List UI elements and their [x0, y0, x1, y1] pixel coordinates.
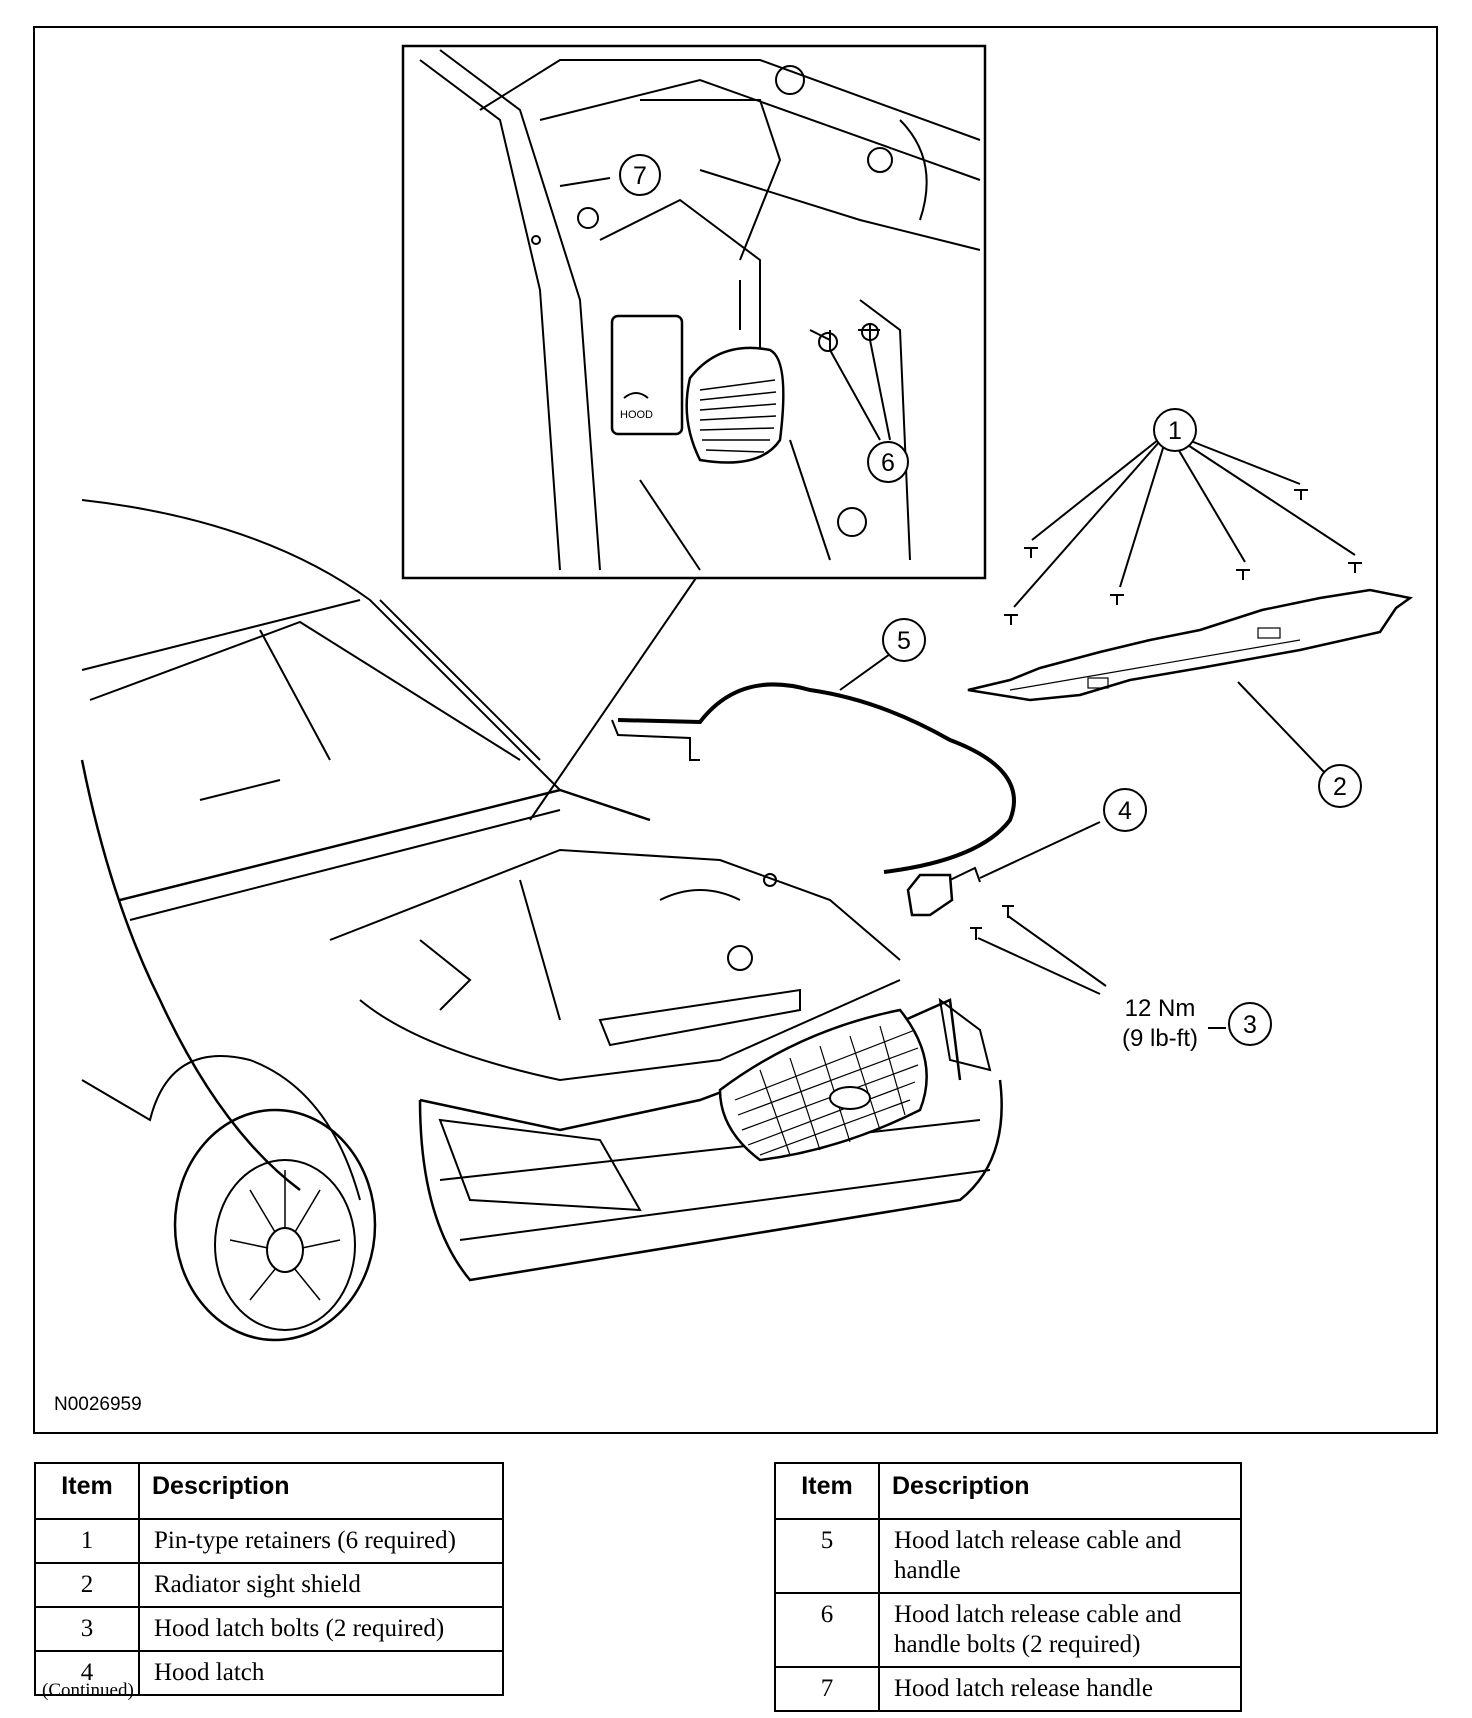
- legend-item-number: 1: [34, 1518, 140, 1564]
- legend-item-description: Pin-type retainers (6 required): [138, 1518, 504, 1564]
- legend-row: 2 Radiator sight shield: [34, 1562, 504, 1608]
- legend-header-row: Item Description: [774, 1462, 1242, 1520]
- legend-item-description: Hood latch release handle: [878, 1666, 1242, 1712]
- legend-item-description: Hood latch release cable and handle: [878, 1518, 1242, 1594]
- legend-row: 5 Hood latch release cable and handle: [774, 1518, 1242, 1594]
- callout-3: 3: [1243, 1011, 1257, 1039]
- continued-note: (Continued): [42, 1680, 134, 1701]
- hood-latch: [906, 866, 981, 917]
- legend-row: 1 Pin-type retainers (6 required): [34, 1518, 504, 1564]
- legend-row: 4 Hood latch: [34, 1650, 504, 1696]
- legend-header-item: Item: [774, 1462, 880, 1520]
- legend-row: 3 Hood latch bolts (2 required): [34, 1606, 504, 1652]
- inset-leader-line: [529, 577, 697, 821]
- legend-table-right: Item Description 5 Hood latch release ca…: [774, 1462, 1242, 1712]
- handle-hood-label: HOOD: [620, 409, 653, 421]
- legend-item-number: 7: [774, 1666, 880, 1712]
- legend-header-item: Item: [34, 1462, 140, 1520]
- callout-4: 4: [1118, 797, 1132, 825]
- callout-6: 6: [881, 449, 895, 477]
- car-illustration: [80, 499, 1003, 1342]
- figure-id: N0026959: [54, 1394, 142, 1415]
- callout-5: 5: [897, 627, 911, 655]
- legend-item-number: 2: [34, 1562, 140, 1608]
- radiator-sight-shield: [967, 588, 1414, 702]
- torque-value-nm: 12 Nm: [1125, 995, 1196, 1022]
- legend-item-number: 6: [774, 1592, 880, 1668]
- hood-release-cable: [617, 682, 1016, 874]
- legend-item-description: Hood latch: [138, 1650, 504, 1696]
- legend-item-number: 4: [34, 1650, 140, 1696]
- legend-header-row: Item Description: [34, 1462, 504, 1520]
- callout-2: 2: [1333, 773, 1347, 801]
- legend-row: 6 Hood latch release cable and handle bo…: [774, 1592, 1242, 1668]
- torque-value-lbft: (9 lb-ft): [1122, 1025, 1198, 1052]
- hood-latch-diagram: HOOD 7 6: [80, 44, 1414, 1342]
- legend-header-description: Description: [138, 1462, 504, 1520]
- legend-item-number: 3: [34, 1606, 140, 1652]
- legend-item-description: Radiator sight shield: [138, 1562, 504, 1608]
- legend-header-description: Description: [878, 1462, 1242, 1520]
- callout-7: 7: [633, 162, 647, 190]
- legend-table-left: Item Description 1 Pin-type retainers (6…: [34, 1462, 504, 1696]
- callout-1: 1: [1168, 417, 1182, 445]
- inset-detail: HOOD 7 6: [401, 44, 987, 580]
- legend-item-description: Hood latch release cable and handle bolt…: [878, 1592, 1242, 1668]
- legend-item-number: 5: [774, 1518, 880, 1594]
- legend-item-description: Hood latch bolts (2 required): [138, 1606, 504, 1652]
- pin-type-retainers: [1004, 489, 1362, 625]
- legend-row: 7 Hood latch release handle: [774, 1666, 1242, 1712]
